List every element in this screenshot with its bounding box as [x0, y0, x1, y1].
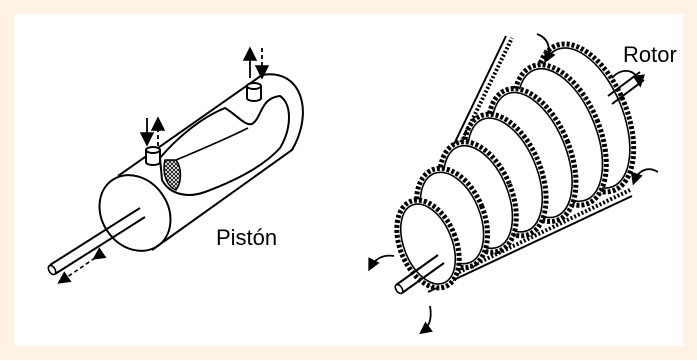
flow-arrow-left: [370, 256, 394, 268]
piston-rod-end: [47, 264, 57, 276]
rotor-shaft-end: [394, 283, 405, 295]
piston-valve-right: [247, 83, 261, 101]
flow-arrow-bottom: [422, 306, 431, 332]
rotor-device: [370, 30, 658, 332]
rotor-label: Rotor: [623, 44, 677, 66]
flow-arrow-right: [634, 169, 658, 182]
rod-motion-arrow: [60, 258, 95, 282]
piston-rod: [50, 208, 145, 274]
piston-label: Pistón: [216, 227, 277, 249]
rotor-discs: [385, 30, 653, 297]
piston-valve-left: [146, 147, 160, 165]
